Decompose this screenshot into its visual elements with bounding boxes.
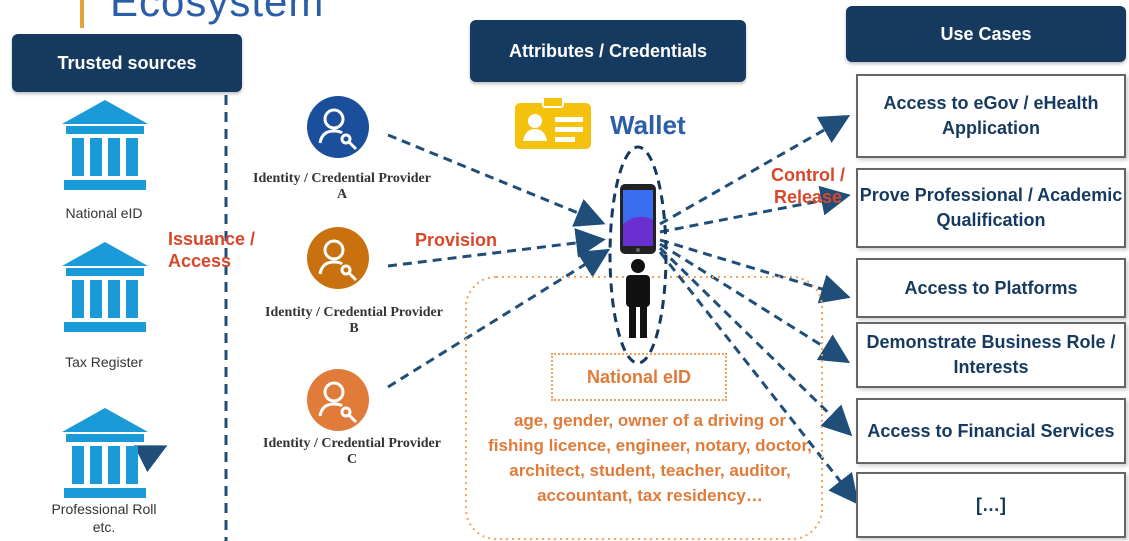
- use-case-financial: Access to Financial Services: [856, 398, 1126, 464]
- provider-b-label: Identity / Credential Provider B: [265, 305, 443, 336]
- source-label-professional-roll: Professional Roll etc.: [51, 501, 157, 535]
- smartphone-icon: [620, 184, 656, 254]
- national-eid-box: National eID: [551, 353, 727, 401]
- control-label: Control / Release: [771, 165, 845, 207]
- use-case-professional: Prove Professional / Academic Qualificat…: [856, 168, 1126, 248]
- attributes-region: [465, 276, 823, 540]
- arrow-provider-b: [387, 228, 606, 268]
- attributes-header: Attributes / Credentials: [470, 20, 746, 82]
- bank-icon: [62, 100, 148, 190]
- source-label-national-eid: National eID: [65, 205, 143, 221]
- page-title: Ecosystem: [110, 0, 325, 25]
- wallet-label: Wallet: [610, 110, 686, 140]
- arrow-usecase-3: [659, 238, 851, 304]
- provider-c-label: Identity / Credential Provider C: [263, 436, 441, 467]
- arrow-provider-a: [387, 133, 606, 227]
- person-icon: [626, 259, 650, 338]
- id-card-icon: [515, 97, 591, 149]
- arrow-usecase-6: [658, 251, 859, 505]
- provider-c-icon: [307, 369, 369, 431]
- arrow-provider-c: [387, 248, 611, 389]
- provider-a-icon: [307, 96, 369, 158]
- trusted-sources-header: Trusted sources: [12, 34, 242, 92]
- provision-label: Provision: [415, 230, 498, 250]
- bank-icon: [62, 242, 148, 332]
- bank-icon: [62, 408, 148, 498]
- provider-b-icon: [307, 227, 369, 289]
- use-case-more: […]: [856, 472, 1126, 538]
- use-case-egov: Access to eGov / eHealth Application: [856, 74, 1126, 158]
- arrow-usecase-1: [659, 115, 851, 226]
- wallet-ellipse: [608, 145, 668, 365]
- arrow-small: [133, 445, 168, 473]
- use-cases-header: Use Cases: [846, 6, 1126, 62]
- use-case-platforms: Access to Platforms: [856, 258, 1126, 318]
- issuance-label: Issuance / Access: [168, 229, 256, 271]
- use-case-business: Demonstrate Business Role / Interests: [856, 322, 1126, 388]
- source-label-tax-register: Tax Register: [65, 354, 143, 370]
- arrow-usecase-2: [659, 185, 851, 234]
- title-accent-bar: [80, 0, 84, 28]
- arrow-usecase-4: [659, 242, 851, 364]
- attributes-text: age, gender, owner of a driving or fishi…: [488, 411, 812, 505]
- arrow-usecase-5: [658, 246, 853, 437]
- provider-a-label: Identity / Credential Provider A: [253, 171, 431, 202]
